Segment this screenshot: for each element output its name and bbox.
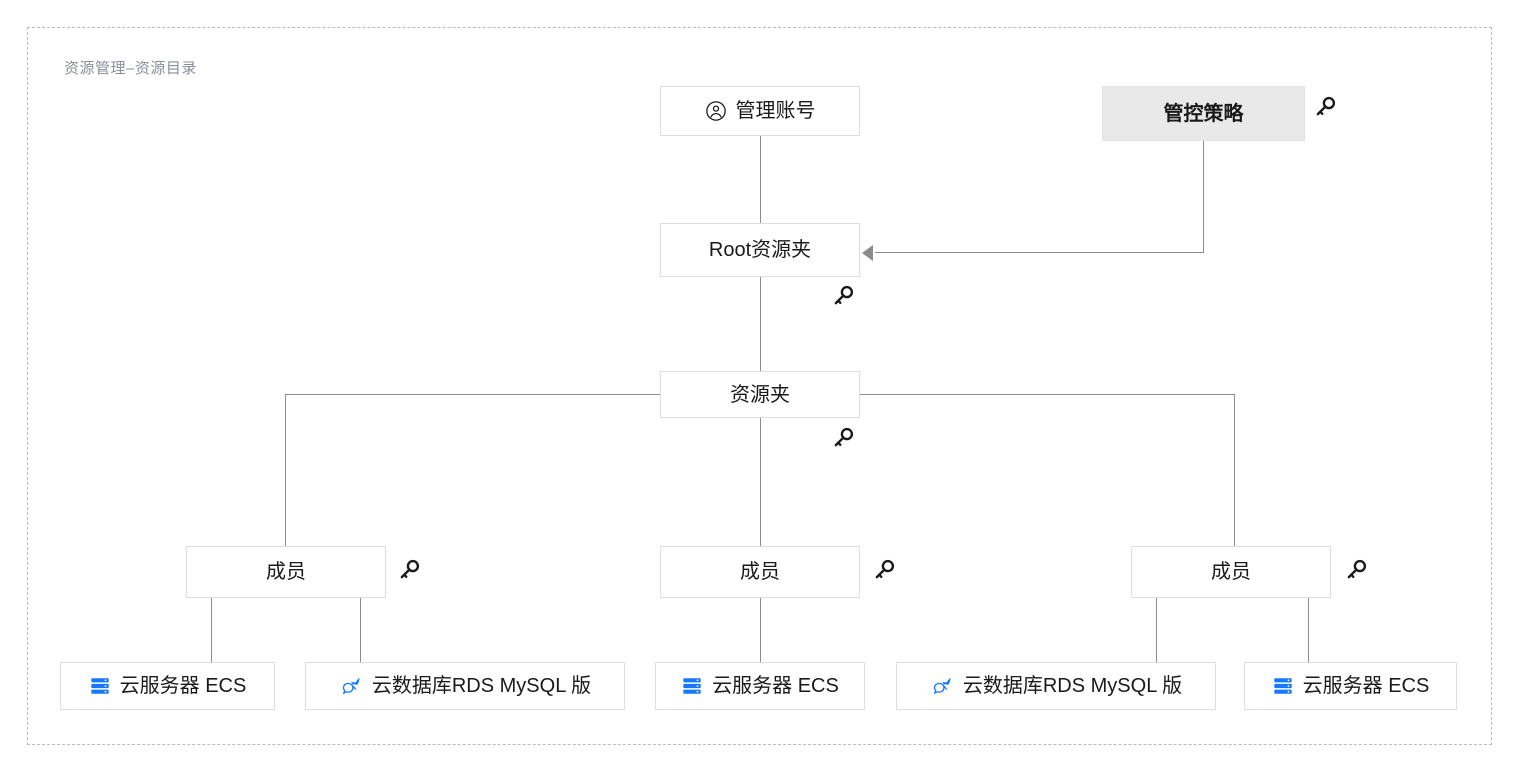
connector-member2-to-ecs	[760, 598, 761, 662]
connector-root-to-folder	[760, 277, 761, 372]
ecs-server-icon	[683, 678, 701, 694]
node-label: Root资源夹	[708, 239, 812, 261]
rds-mysql-dolphin-icon	[342, 677, 360, 695]
connector-member3-to-ecs	[1308, 598, 1309, 662]
node-label: 管控策略	[1163, 102, 1244, 125]
node-label: 云服务器 ECS	[119, 675, 247, 697]
node-folder[interactable]: 资源夹	[660, 371, 860, 418]
ecs-server-icon	[90, 678, 109, 694]
key-icon-member-2[interactable]	[871, 557, 897, 583]
connector-folder-left-vertical	[285, 394, 286, 546]
connector-member3-to-rds	[1156, 598, 1157, 662]
node-member-1[interactable]: 成员	[186, 546, 386, 598]
connector-folder-right-horizontal	[860, 394, 1235, 395]
arrowhead-policy-to-root	[862, 245, 873, 261]
diagram-title: 资源管理–资源目录	[64, 60, 197, 77]
node-resource-3[interactable]: 云服务器 ECS	[655, 662, 865, 710]
node-management-account[interactable]: 管理账号	[660, 86, 860, 136]
node-label: 资源夹	[730, 383, 790, 406]
node-root-folder[interactable]: Root资源夹	[660, 223, 860, 277]
key-icon-folder[interactable]	[830, 425, 856, 451]
node-resource-4[interactable]: 云数据库RDS MySQL 版	[896, 662, 1216, 710]
key-icon-root-folder[interactable]	[830, 283, 856, 309]
node-resource-2[interactable]: 云数据库RDS MySQL 版	[305, 662, 625, 710]
node-label: 管理账号	[735, 100, 816, 122]
node-control-policy[interactable]: 管控策略	[1102, 86, 1305, 141]
key-icon-control-policy[interactable]	[1312, 94, 1338, 120]
rds-mysql-dolphin-icon	[933, 677, 951, 695]
key-icon-member-1[interactable]	[396, 557, 422, 583]
node-member-2[interactable]: 成员	[660, 546, 860, 598]
node-member-3[interactable]: 成员	[1131, 546, 1331, 598]
node-label: 成员	[740, 561, 780, 583]
node-label: 云数据库RDS MySQL 版	[371, 675, 592, 697]
node-label: 云服务器 ECS	[712, 675, 839, 697]
connector-folder-center-vertical	[760, 418, 761, 546]
node-resource-5[interactable]: 云服务器 ECS	[1244, 662, 1457, 710]
node-label: 云数据库RDS MySQL 版	[962, 675, 1183, 697]
node-label: 成员	[1211, 561, 1251, 583]
connector-member1-to-ecs	[211, 598, 212, 662]
diagram-dashed-frame	[27, 27, 1492, 745]
node-resource-1[interactable]: 云服务器 ECS	[60, 662, 275, 710]
connector-policy-vertical	[1203, 141, 1204, 253]
node-label: 云服务器 ECS	[1302, 675, 1430, 697]
connector-member1-to-rds	[360, 598, 361, 662]
key-icon-member-3[interactable]	[1343, 557, 1369, 583]
node-label: 成员	[266, 561, 306, 583]
connector-account-to-root	[760, 136, 761, 223]
connector-folder-right-vertical	[1234, 394, 1235, 546]
ecs-server-icon	[1273, 678, 1292, 694]
connector-policy-horizontal	[875, 252, 1204, 253]
connector-folder-left-horizontal	[285, 394, 661, 395]
user-circle-icon	[705, 101, 726, 121]
